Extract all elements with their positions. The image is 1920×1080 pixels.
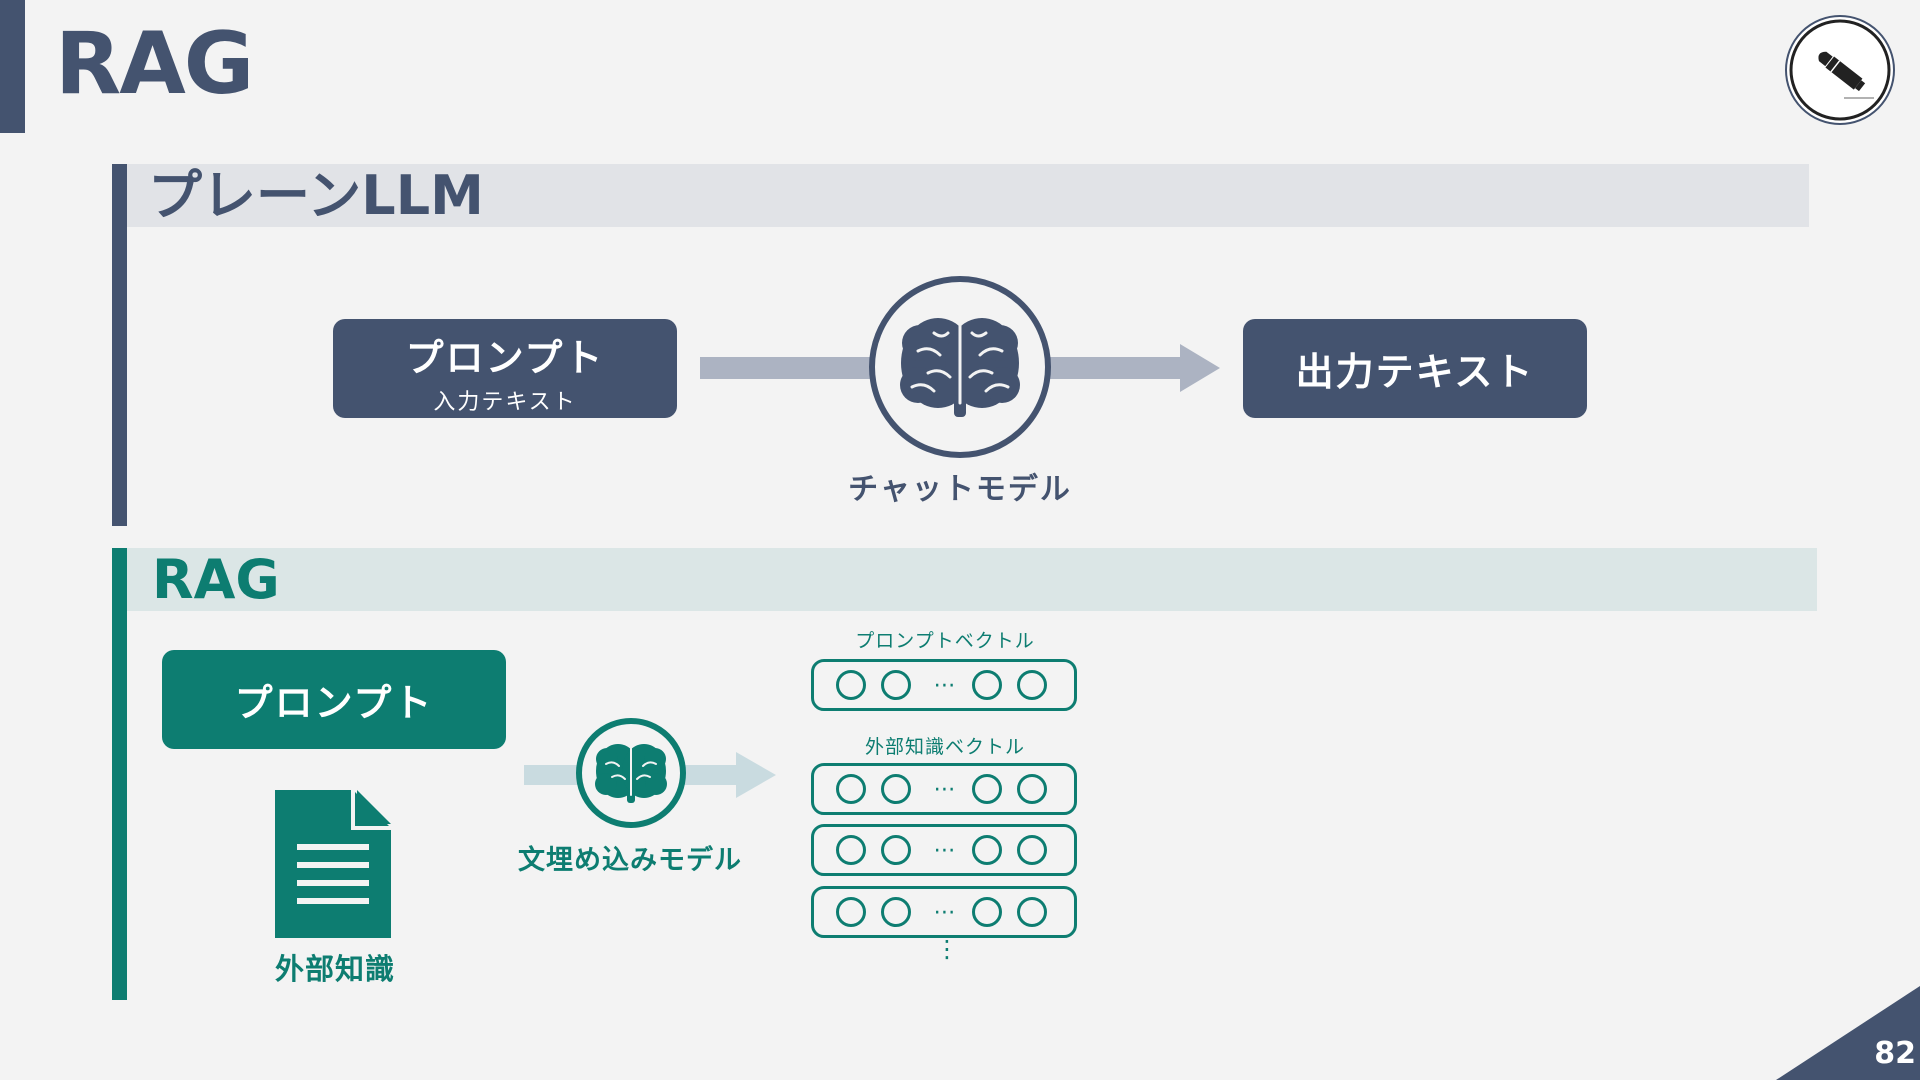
plain-llm-prompt-label: プロンプト bbox=[405, 336, 605, 380]
external-knowledge-label: 外部知識 bbox=[274, 952, 395, 986]
vector-element bbox=[836, 774, 866, 804]
plain-llm-section-bar bbox=[112, 164, 127, 526]
page-corner-decoration bbox=[1776, 986, 1920, 1080]
document-icon bbox=[275, 790, 391, 938]
vector-element bbox=[881, 774, 911, 804]
vector-ellipsis: ⋯ bbox=[933, 837, 957, 863]
plain-llm-prompt-box: プロンプト 入力テキスト bbox=[333, 319, 677, 418]
embed-model-label: 文埋め込みモデル bbox=[518, 845, 742, 876]
vector-element bbox=[881, 897, 911, 927]
vector-list-vertical-ellipsis: ⋮ bbox=[935, 935, 959, 963]
vector-element bbox=[836, 897, 866, 927]
chat-model-brain-icon bbox=[869, 276, 1051, 458]
vector-element bbox=[1017, 670, 1047, 700]
output-text-label: 出力テキスト bbox=[1295, 350, 1535, 394]
chat-model-label: チャットモデル bbox=[848, 472, 1072, 507]
vector-element bbox=[972, 835, 1002, 865]
external-vector: ⋯ bbox=[811, 824, 1077, 876]
plain-llm-prompt-sublabel: 入力テキスト bbox=[433, 390, 577, 415]
vector-element bbox=[972, 670, 1002, 700]
vector-element bbox=[972, 774, 1002, 804]
rag-section-header bbox=[127, 548, 1817, 611]
vector-ellipsis: ⋯ bbox=[933, 672, 957, 698]
vector-ellipsis: ⋯ bbox=[933, 899, 957, 925]
page-title: RAG bbox=[55, 14, 254, 114]
rag-prompt-box: プロンプト bbox=[162, 650, 506, 749]
rag-section-bar bbox=[112, 548, 127, 1000]
rag-section-title: RAG bbox=[152, 548, 280, 611]
vector-ellipsis: ⋯ bbox=[933, 776, 957, 802]
embed-model-brain-icon bbox=[576, 718, 686, 828]
external-vector-label: 外部知識ベクトル bbox=[864, 736, 1025, 758]
page-number: 82 bbox=[1874, 1036, 1916, 1071]
vector-element bbox=[881, 835, 911, 865]
plain-llm-section-header bbox=[127, 164, 1809, 227]
vector-element bbox=[1017, 897, 1047, 927]
vector-element bbox=[972, 897, 1002, 927]
external-vector: ⋯ bbox=[811, 763, 1077, 815]
vector-element bbox=[836, 835, 866, 865]
vector-element bbox=[1017, 774, 1047, 804]
bullet-logo-icon bbox=[1785, 15, 1895, 125]
external-vector: ⋯ bbox=[811, 886, 1077, 938]
title-accent-bar bbox=[0, 0, 25, 133]
vector-element bbox=[1017, 835, 1047, 865]
prompt-vector: ⋯ bbox=[811, 659, 1077, 711]
output-text-box: 出力テキスト bbox=[1243, 319, 1587, 418]
vector-element bbox=[881, 670, 911, 700]
vector-element bbox=[836, 670, 866, 700]
rag-prompt-label: プロンプト bbox=[234, 681, 434, 725]
prompt-vector-label: プロンプトベクトル bbox=[855, 630, 1035, 652]
plain-llm-section-title: プレーンLLM bbox=[148, 164, 484, 227]
